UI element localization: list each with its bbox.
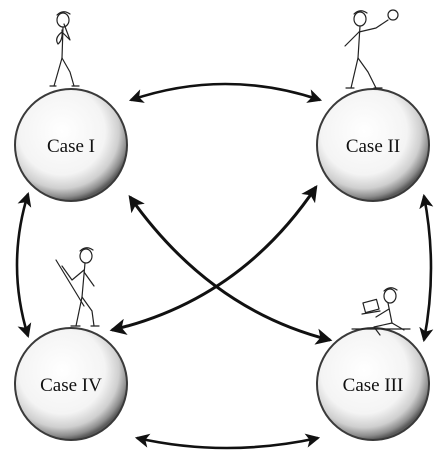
- connection-arrows: [15, 82, 434, 450]
- arrow-case-4-case-3: [134, 433, 321, 450]
- arrow-case-2-case-4: [109, 184, 318, 335]
- arrow-case-1-case-3: [128, 194, 333, 345]
- case-1-circle: [14, 88, 128, 202]
- sitting-laptop-figure-icon: [351, 287, 411, 336]
- stick-holding-figure-icon: [55, 247, 100, 327]
- stick-figures: [49, 9, 411, 336]
- arrow-case-1-case-2: [128, 82, 323, 103]
- case-3-node: Case III: [316, 327, 430, 441]
- case-2-label: Case II: [346, 136, 400, 157]
- case-nodes: Case I Case II Case III Case IV: [14, 88, 430, 441]
- case-3-circle: [316, 327, 430, 441]
- case-1-node: Case I: [14, 88, 128, 202]
- thinking-figure-icon: [49, 11, 80, 87]
- case-4-label: Case IV: [40, 375, 102, 396]
- arrow-case-2-case-3: [419, 193, 434, 343]
- case-1-label: Case I: [47, 136, 95, 157]
- arrow-case-1-case-4: [15, 191, 32, 339]
- throwing-figure-icon: [344, 9, 399, 89]
- case-4-node: Case IV: [14, 327, 128, 441]
- case-2-node: Case II: [316, 88, 430, 202]
- case-3-label: Case III: [343, 375, 404, 396]
- case-2-circle: [316, 88, 430, 202]
- case-4-circle: [14, 327, 128, 441]
